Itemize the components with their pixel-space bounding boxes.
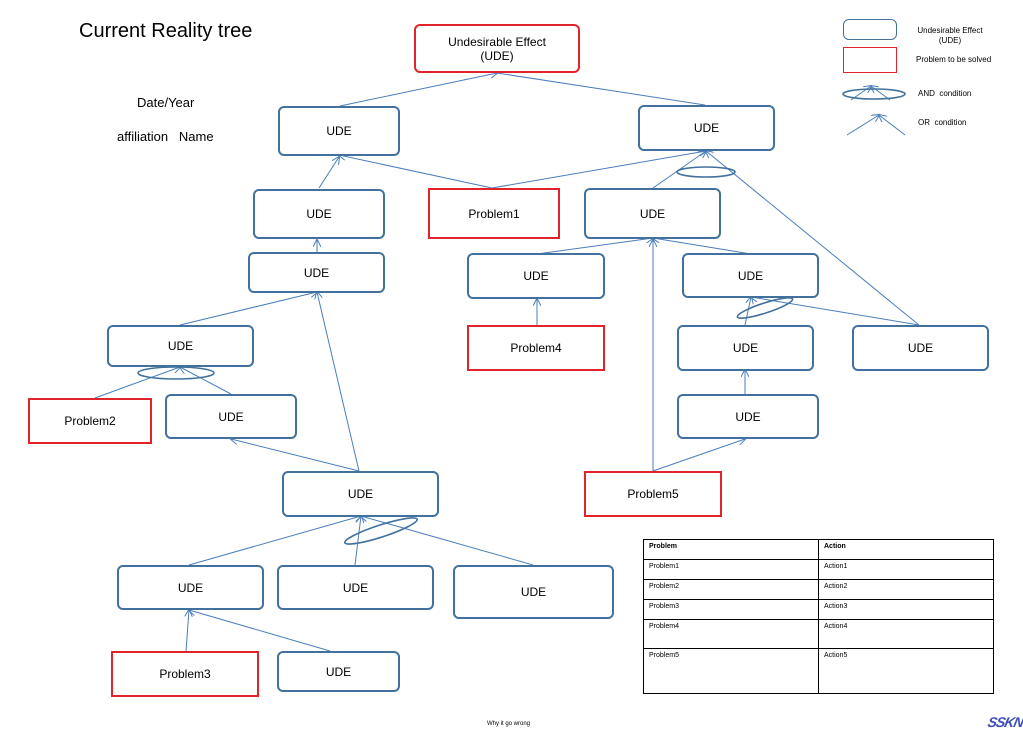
ude-node: UDE xyxy=(117,565,264,610)
problem-node: Problem2 xyxy=(28,398,152,444)
problem-node: Problem4 xyxy=(467,325,605,371)
table-cell: Action2 xyxy=(818,579,994,600)
top-undesirable-effect: Undesirable Effect (UDE) xyxy=(414,24,580,73)
and-condition xyxy=(736,297,794,319)
ude-node: UDE xyxy=(638,105,775,151)
ude-node: UDE xyxy=(278,106,400,156)
problem-action-table: Problem Action Problem1 Action1 Problem2… xyxy=(643,539,994,694)
ude-node: UDE xyxy=(277,565,434,610)
ude-node: UDE xyxy=(165,394,297,439)
and-condition xyxy=(137,366,215,380)
ude-node: UDE xyxy=(107,325,254,367)
table-cell: Action3 xyxy=(818,599,994,620)
legend-and-label: AND condition xyxy=(918,89,972,98)
edge xyxy=(339,73,497,107)
top-node-line1: Undesirable Effect xyxy=(448,34,546,49)
ude-node: UDE xyxy=(453,565,614,619)
legend-ude-label: Undesirable Effect(UDE) xyxy=(917,26,983,45)
table-cell: Problem1 xyxy=(643,559,819,580)
table-row: Problem5 Action5 xyxy=(643,648,994,694)
ude-node: UDE xyxy=(248,252,385,293)
ude-node: UDE xyxy=(467,253,605,299)
table-row: Problem1 Action1 xyxy=(643,559,994,580)
ude-node: UDE xyxy=(677,394,819,439)
legend-ude-symbol xyxy=(843,19,897,40)
table-cell: Problem3 xyxy=(643,599,819,620)
ude-node: UDE xyxy=(584,188,721,239)
problem-node: Problem5 xyxy=(584,471,722,517)
table-row: Problem4 Action4 xyxy=(643,619,994,649)
ude-node: UDE xyxy=(253,189,385,239)
ude-node: UDE xyxy=(277,651,400,692)
ude-node: UDE xyxy=(852,325,989,371)
table-row: Problem3 Action3 xyxy=(643,599,994,620)
legend-problem-label: Problem to be solved xyxy=(916,55,992,64)
top-node-line2: (UDE) xyxy=(480,48,514,63)
ude-node: UDE xyxy=(282,471,439,517)
date-label: Date/Year xyxy=(137,95,195,110)
and-condition xyxy=(344,517,418,545)
ude-node: UDE xyxy=(682,253,819,298)
table-header: Problem xyxy=(643,539,819,560)
company-logo: SSKN xyxy=(986,714,1023,730)
ude-node: UDE xyxy=(677,325,814,371)
legend-problem-symbol xyxy=(843,47,897,73)
affiliation-label: affiliation Name xyxy=(117,129,214,144)
legend-and-symbol xyxy=(842,88,906,100)
legend-or-label: OR condition xyxy=(918,118,967,127)
edge xyxy=(496,72,706,106)
table-cell: Action5 xyxy=(818,648,994,694)
table-cell: Action4 xyxy=(818,619,994,649)
problem-node: Problem1 xyxy=(428,188,560,239)
and-condition xyxy=(676,166,736,178)
table-header: Action xyxy=(818,539,994,560)
table-cell: Action1 xyxy=(818,559,994,580)
footer-text: Why it go wrong xyxy=(487,721,531,727)
table-cell: Problem5 xyxy=(643,648,819,694)
table-cell: Problem4 xyxy=(643,619,819,649)
problem-node: Problem3 xyxy=(111,651,259,697)
table-row: Problem2 Action2 xyxy=(643,579,994,600)
table-cell: Problem2 xyxy=(643,579,819,600)
diagram-title: Current Reality tree xyxy=(79,20,253,42)
